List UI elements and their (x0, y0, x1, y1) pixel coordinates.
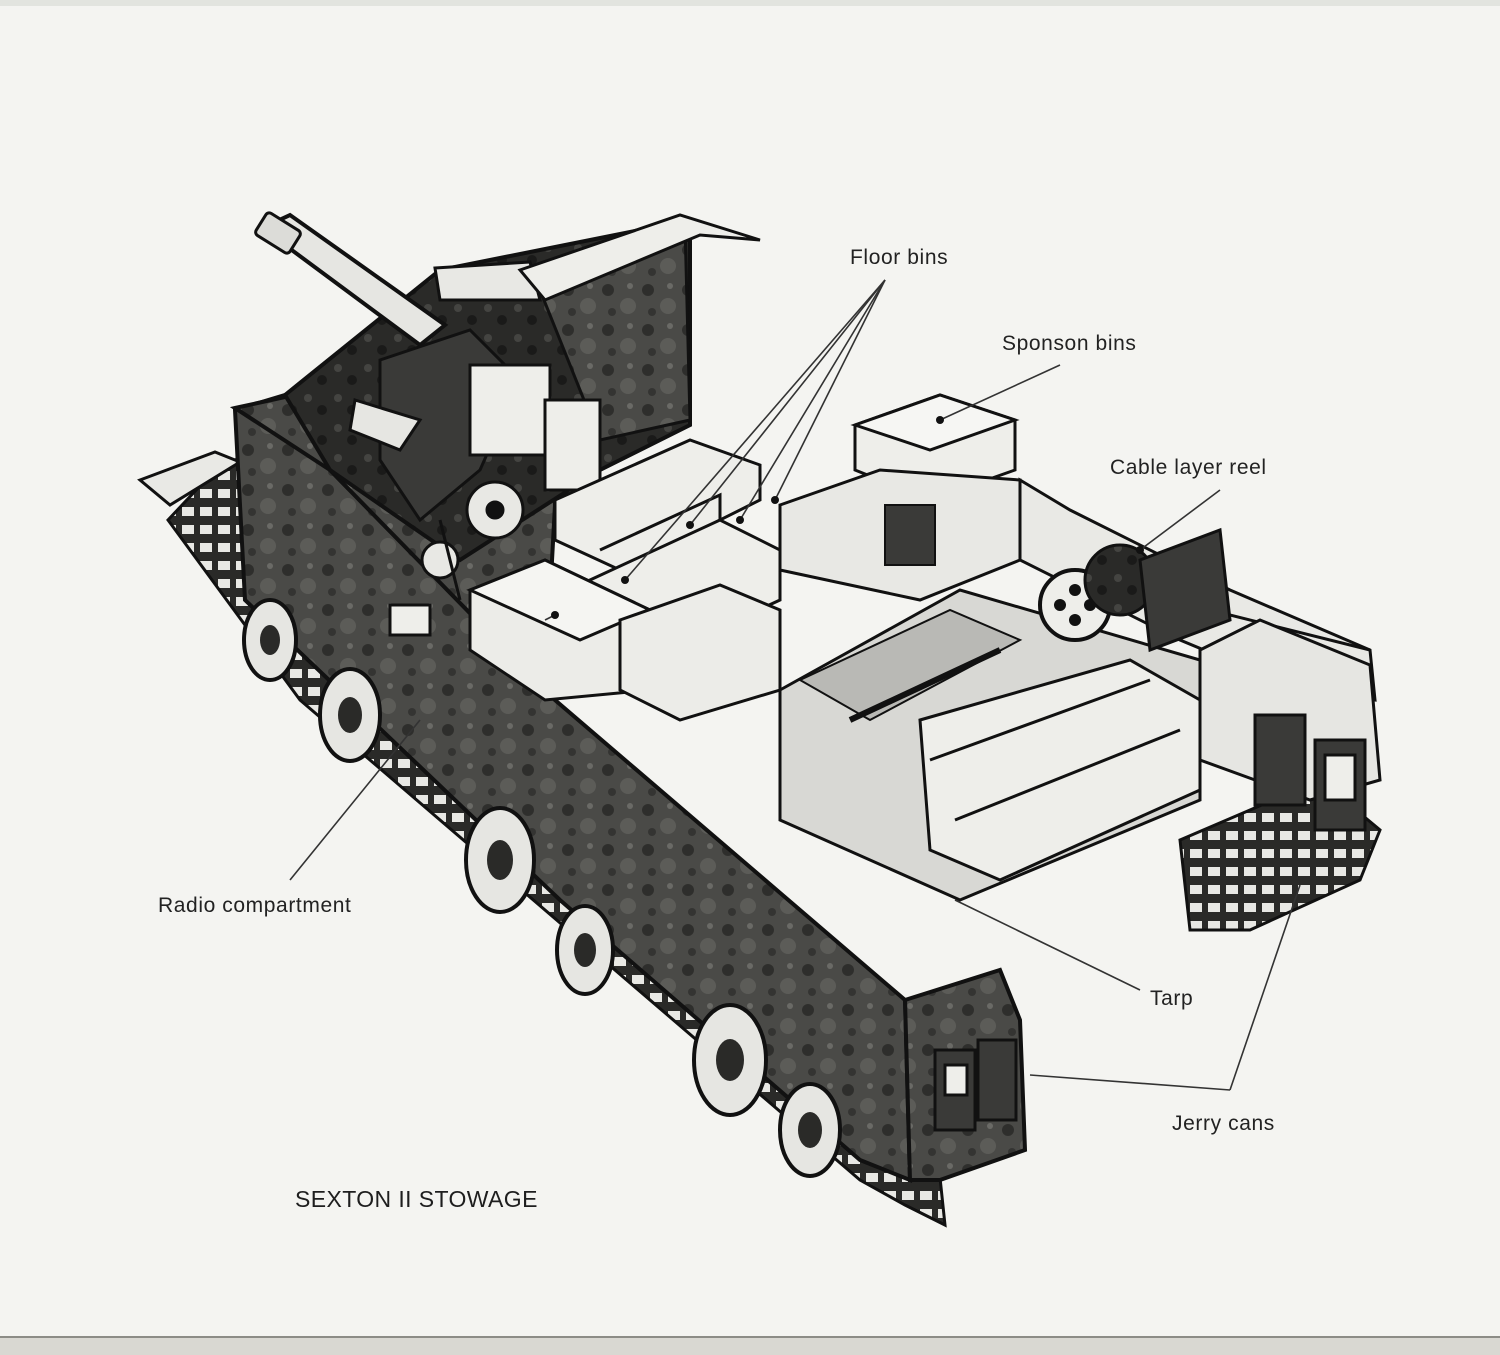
label-jerry-cans: Jerry cans (1172, 1112, 1275, 1135)
radio-door (388, 603, 432, 637)
label-radio-compartment: Radio compartment (158, 894, 352, 917)
road-wheels (242, 598, 842, 1178)
gun-barrel (254, 211, 449, 348)
scan-edge-bottom (0, 1336, 1500, 1355)
rear-wall-top (517, 213, 761, 302)
rear-jerry-cans (1253, 713, 1367, 832)
label-sponson-bins: Sponson bins (1002, 332, 1137, 355)
side-jerry-cans (933, 1038, 1018, 1132)
tarp-roll (918, 658, 1202, 882)
leader-dots (551, 416, 1144, 619)
left-wall-top (433, 260, 542, 302)
label-tarp: Tarp (1150, 987, 1194, 1010)
label-floor-bins: Floor bins (850, 246, 949, 269)
figure-caption: SEXTON II STOWAGE (295, 1186, 538, 1212)
rear-box (1138, 527, 1232, 653)
scan-edge-top (0, 0, 1500, 6)
label-cable-layer-reel: Cable layer reel (1110, 456, 1267, 479)
cable-reel (1038, 543, 1157, 642)
leader-lines (289, 279, 1301, 1091)
gun-mechanism (348, 328, 602, 601)
